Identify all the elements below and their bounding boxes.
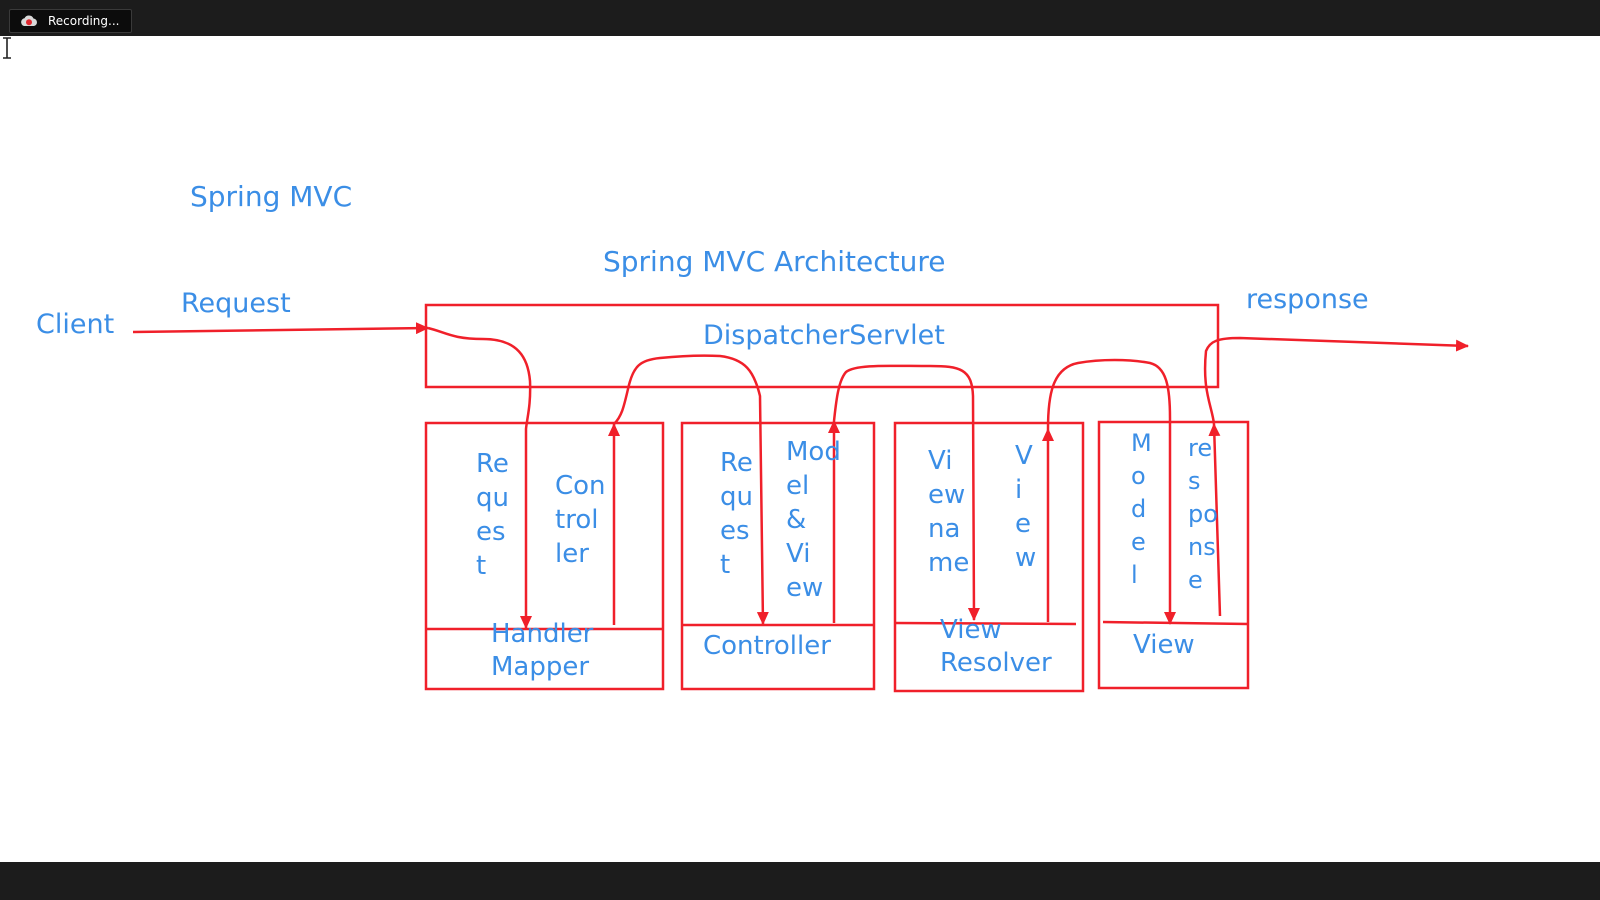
page-heading: Spring MVC: [190, 180, 353, 213]
view-label: View: [1133, 630, 1195, 660]
view-box: [1097, 420, 1250, 690]
view-resolver-viewname-note: Vi ew na me: [928, 446, 970, 578]
view-resolver-view-note: V i e w: [1015, 441, 1037, 573]
recording-cloud-icon: [20, 14, 38, 28]
recording-indicator[interactable]: Recording...: [9, 9, 132, 33]
dispatcher-servlet-box: [424, 303, 1220, 389]
request-label: Request: [181, 288, 291, 319]
diagram-title: Spring MVC Architecture: [603, 245, 946, 278]
recorder-toolbar: Recording...: [0, 0, 1600, 36]
response-label: response: [1246, 284, 1369, 315]
controller-label: Controller: [703, 631, 831, 661]
handler-mapper-controller-note: Con trol ler: [555, 471, 606, 569]
client-label: Client: [36, 309, 115, 340]
flow-request-to-mapper: [427, 326, 532, 629]
recording-label: Recording...: [48, 14, 120, 28]
controller-model-view-note: Mod el & Vi ew: [786, 437, 841, 603]
text-cursor-icon: [3, 37, 11, 59]
handler-mapper-request-note: Re qu es t: [476, 449, 509, 581]
diagram-drawing: [132, 303, 1469, 693]
view-model-note: M o d e l: [1131, 429, 1152, 589]
handler-mapper-label: Handler Mapper: [491, 619, 594, 682]
view-resolver-label: View Resolver: [940, 615, 1052, 678]
response-arrow: [1203, 336, 1469, 425]
view-resolver-box: [893, 421, 1085, 693]
dispatcher-servlet-label: DispatcherServlet: [703, 320, 945, 351]
controller-box: [680, 421, 876, 691]
view-response-note: re s po ns e: [1188, 434, 1218, 594]
controller-request-note: Re qu es t: [720, 448, 753, 580]
bottom-bar: [0, 862, 1600, 900]
request-arrow: [132, 322, 429, 335]
flow-response-return: [1208, 423, 1222, 617]
whiteboard-canvas: Spring MVC Spring MVC Architecture Clien…: [0, 36, 1600, 862]
handler-mapper-box: [424, 421, 665, 691]
